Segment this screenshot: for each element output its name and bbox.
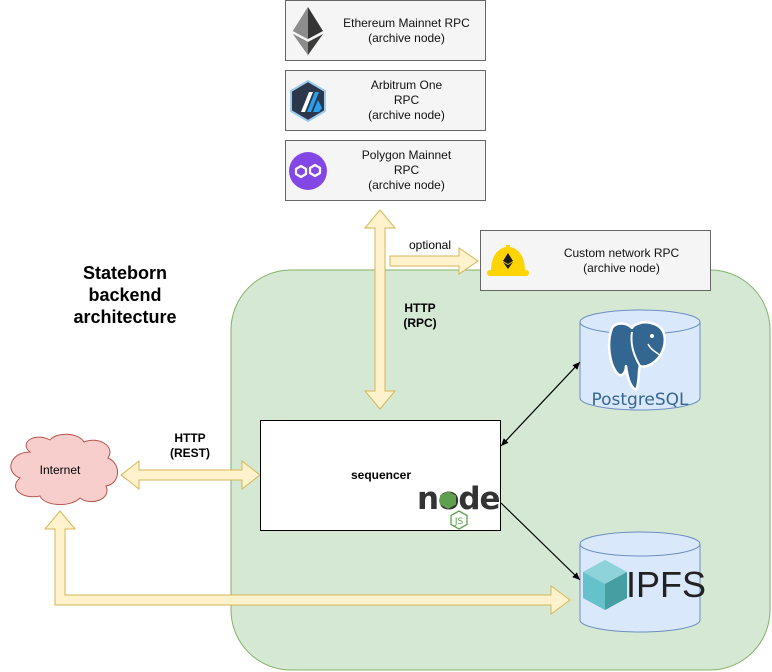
postgresql-database: PostgreSQL: [579, 309, 701, 411]
arbitrum-rpc-line-1: Arbitrum One: [370, 78, 443, 92]
nodejs-logo-icon: node JS: [417, 481, 501, 530]
nodejs-badge-text: JS: [454, 517, 464, 527]
polygon-rpc-node: Polygon Mainnet RPC (archive node): [285, 140, 486, 201]
arbitrum-icon: [288, 75, 328, 127]
postgresql-label: PostgreSQL: [591, 390, 689, 410]
custom-rpc-line-2: (archive node): [583, 260, 660, 275]
internet-label: Internet: [40, 463, 81, 477]
http-rpc-line-1: HTTP: [404, 301, 436, 315]
title-line-1: Stateborn: [82, 263, 167, 283]
polygon-rpc-line-2: RPC: [393, 163, 420, 177]
ethereum-rpc-node: Ethereum Mainnet RPC (archive node): [285, 0, 486, 61]
http-rest-label: HTTP (REST): [160, 431, 220, 461]
custom-rpc-node: Custom network RPC (archive node): [480, 230, 711, 291]
http-rpc-line-2: (RPC): [403, 316, 437, 330]
ipfs-cube-icon: [583, 560, 627, 610]
http-rpc-label: HTTP (RPC): [390, 301, 450, 331]
custom-rpc-line-1: Custom network RPC: [563, 245, 680, 260]
optional-label: optional: [408, 238, 452, 252]
ethereum-icon: [288, 5, 328, 57]
polygon-rpc-line-3: (archive node): [368, 178, 445, 192]
postgresql-elephant-icon: [607, 321, 667, 392]
internet-cloud: [10, 433, 118, 505]
polygon-rpc-line-1: Polygon Mainnet: [361, 148, 452, 162]
polygon-icon: [288, 145, 328, 197]
optional-arrow: [389, 247, 479, 275]
internet-ipfs-arrow: [43, 510, 571, 615]
arbitrum-rpc-node: Arbitrum One RPC (archive node): [285, 70, 486, 131]
hard-hat-icon: [483, 235, 533, 287]
http-rest-line-1: HTTP: [174, 431, 206, 445]
arbitrum-rpc-line-3: (archive node): [368, 108, 445, 122]
ipfs-database: IPFS: [579, 531, 706, 633]
title-line-3: architecture: [73, 307, 177, 327]
diagram-title: Stateborn backend architecture: [60, 262, 190, 328]
arbitrum-rpc-line-2: RPC: [393, 93, 420, 107]
ipfs-label: IPFS: [626, 564, 706, 605]
sequencer-label: sequencer: [350, 468, 412, 482]
ethereum-rpc-line-1: Ethereum Mainnet RPC: [343, 15, 470, 30]
rpc-http-arrow: [363, 209, 397, 410]
title-line-2: backend: [88, 285, 162, 305]
sequencer-box: sequencer node JS: [260, 420, 501, 531]
sequencer-ipfs-connector: [500, 502, 581, 581]
http-rest-line-2: (REST): [170, 446, 210, 460]
ethereum-rpc-line-2: (archive node): [368, 30, 445, 45]
sequencer-postgres-connector: [500, 361, 581, 447]
